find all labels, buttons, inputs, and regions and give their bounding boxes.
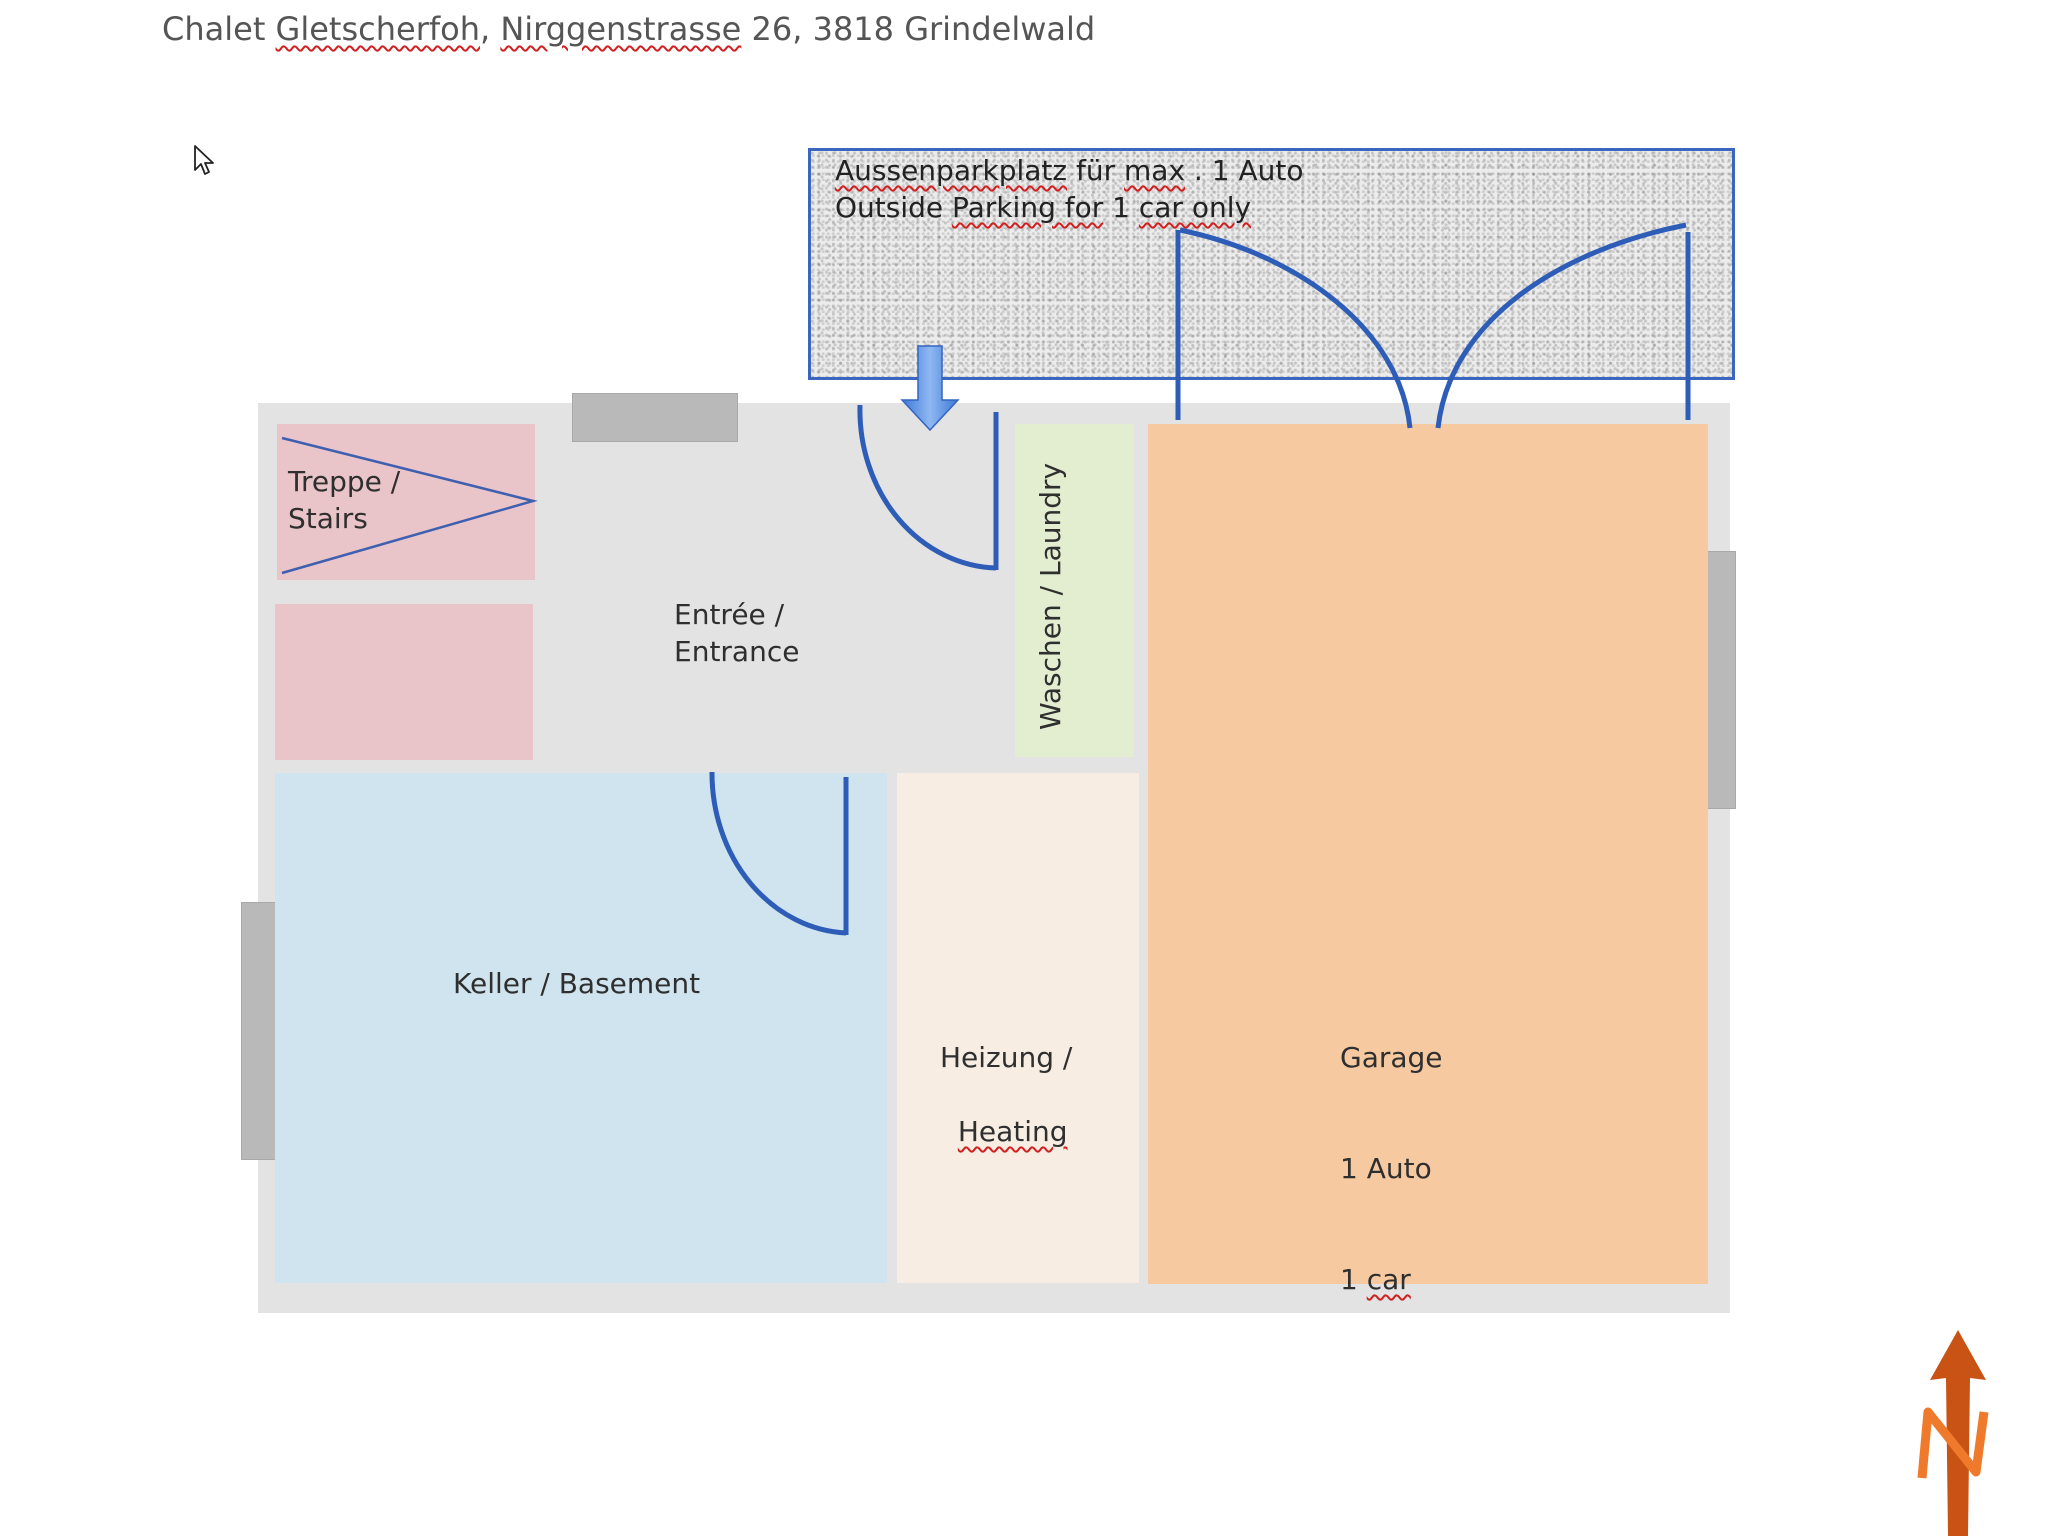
parking-label-german: Aussenparkplatz für max . 1 Auto — [835, 152, 1303, 189]
parking-word-fur: für — [1067, 154, 1125, 187]
page-title: Chalet Gletscherfoh, Nirggenstrasse 26, … — [162, 10, 1095, 48]
title-rest: 26, 3818 Grindelwald — [741, 10, 1096, 48]
parking-word-car-only: car only — [1138, 191, 1252, 224]
label-basement: Keller / Basement — [453, 967, 701, 1000]
room-heating — [897, 773, 1139, 1283]
parking-word-max: max — [1124, 154, 1186, 187]
label-garage-car: car — [1366, 1263, 1411, 1296]
mouse-pointer-icon — [194, 145, 214, 175]
room-garage — [1148, 424, 1708, 1284]
title-chalet-name: Gletscherfoh — [275, 10, 480, 48]
title-street: Nirggenstrasse — [500, 10, 742, 48]
parking-word-aussenparkplatz: Aussenparkplatz — [835, 154, 1068, 187]
parking-label-english: Outside Parking for 1 car only — [835, 189, 1303, 226]
label-laundry: Waschen / Laundry — [1034, 462, 1067, 730]
north-arrow-icon — [1917, 1330, 1989, 1536]
title-separator: , — [479, 10, 501, 48]
label-heating: Heizung / Heating — [940, 965, 1072, 1150]
parking-word-auto: . 1 Auto — [1185, 154, 1304, 187]
window-top — [572, 393, 738, 442]
label-garage: Garage 1 Auto 1 car — [1340, 965, 1443, 1335]
label-garage-line1: Garage — [1340, 1041, 1443, 1074]
room-basement — [275, 773, 887, 1283]
room-storage — [275, 604, 533, 760]
parking-word-one: 1 — [1103, 191, 1139, 224]
room-laundry — [1015, 424, 1134, 757]
title-prefix: Chalet — [162, 10, 276, 48]
parking-word-outside: Outside — [835, 191, 953, 224]
label-garage-line3: 1 car — [1340, 1261, 1443, 1298]
label-stairs: Treppe / Stairs — [288, 465, 401, 535]
label-entrance: Entrée / Entrance — [674, 598, 800, 668]
parking-label: Aussenparkplatz für max . 1 Auto Outside… — [835, 152, 1303, 226]
label-garage-count: 1 — [1340, 1263, 1367, 1296]
label-garage-line2: 1 Auto — [1340, 1152, 1432, 1185]
label-heating-line2: Heating — [957, 1115, 1068, 1148]
parking-word-parking-for: Parking for — [952, 191, 1104, 224]
label-heating-line1: Heizung / — [940, 1041, 1073, 1074]
